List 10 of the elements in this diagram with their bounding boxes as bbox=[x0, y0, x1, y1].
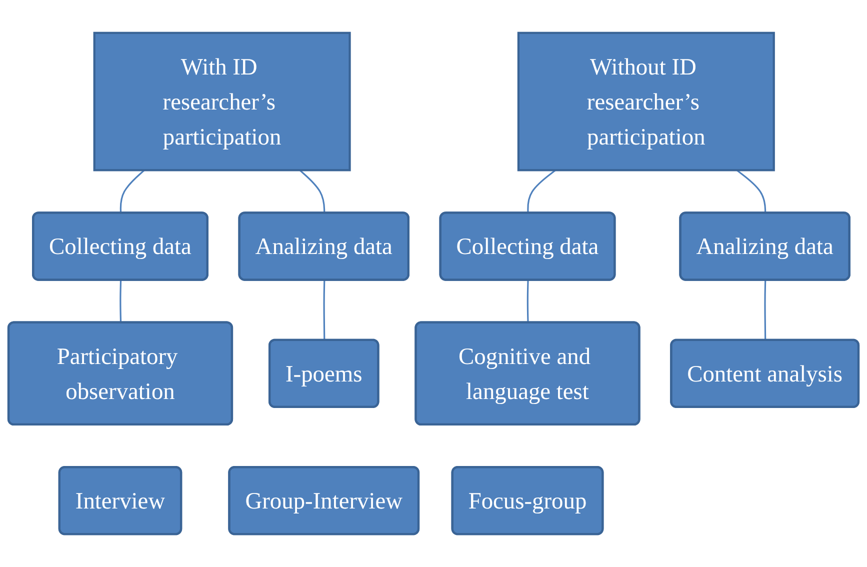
connector bbox=[527, 170, 556, 214]
connector bbox=[764, 280, 766, 340]
node-box: With ID researcher’s participation bbox=[93, 32, 351, 172]
node-box: Without ID researcher’s participation bbox=[517, 32, 775, 172]
connector bbox=[323, 280, 326, 340]
connector bbox=[120, 170, 145, 214]
connector bbox=[736, 170, 766, 214]
connector bbox=[299, 170, 326, 214]
connector bbox=[120, 280, 122, 323]
connector bbox=[526, 280, 529, 323]
